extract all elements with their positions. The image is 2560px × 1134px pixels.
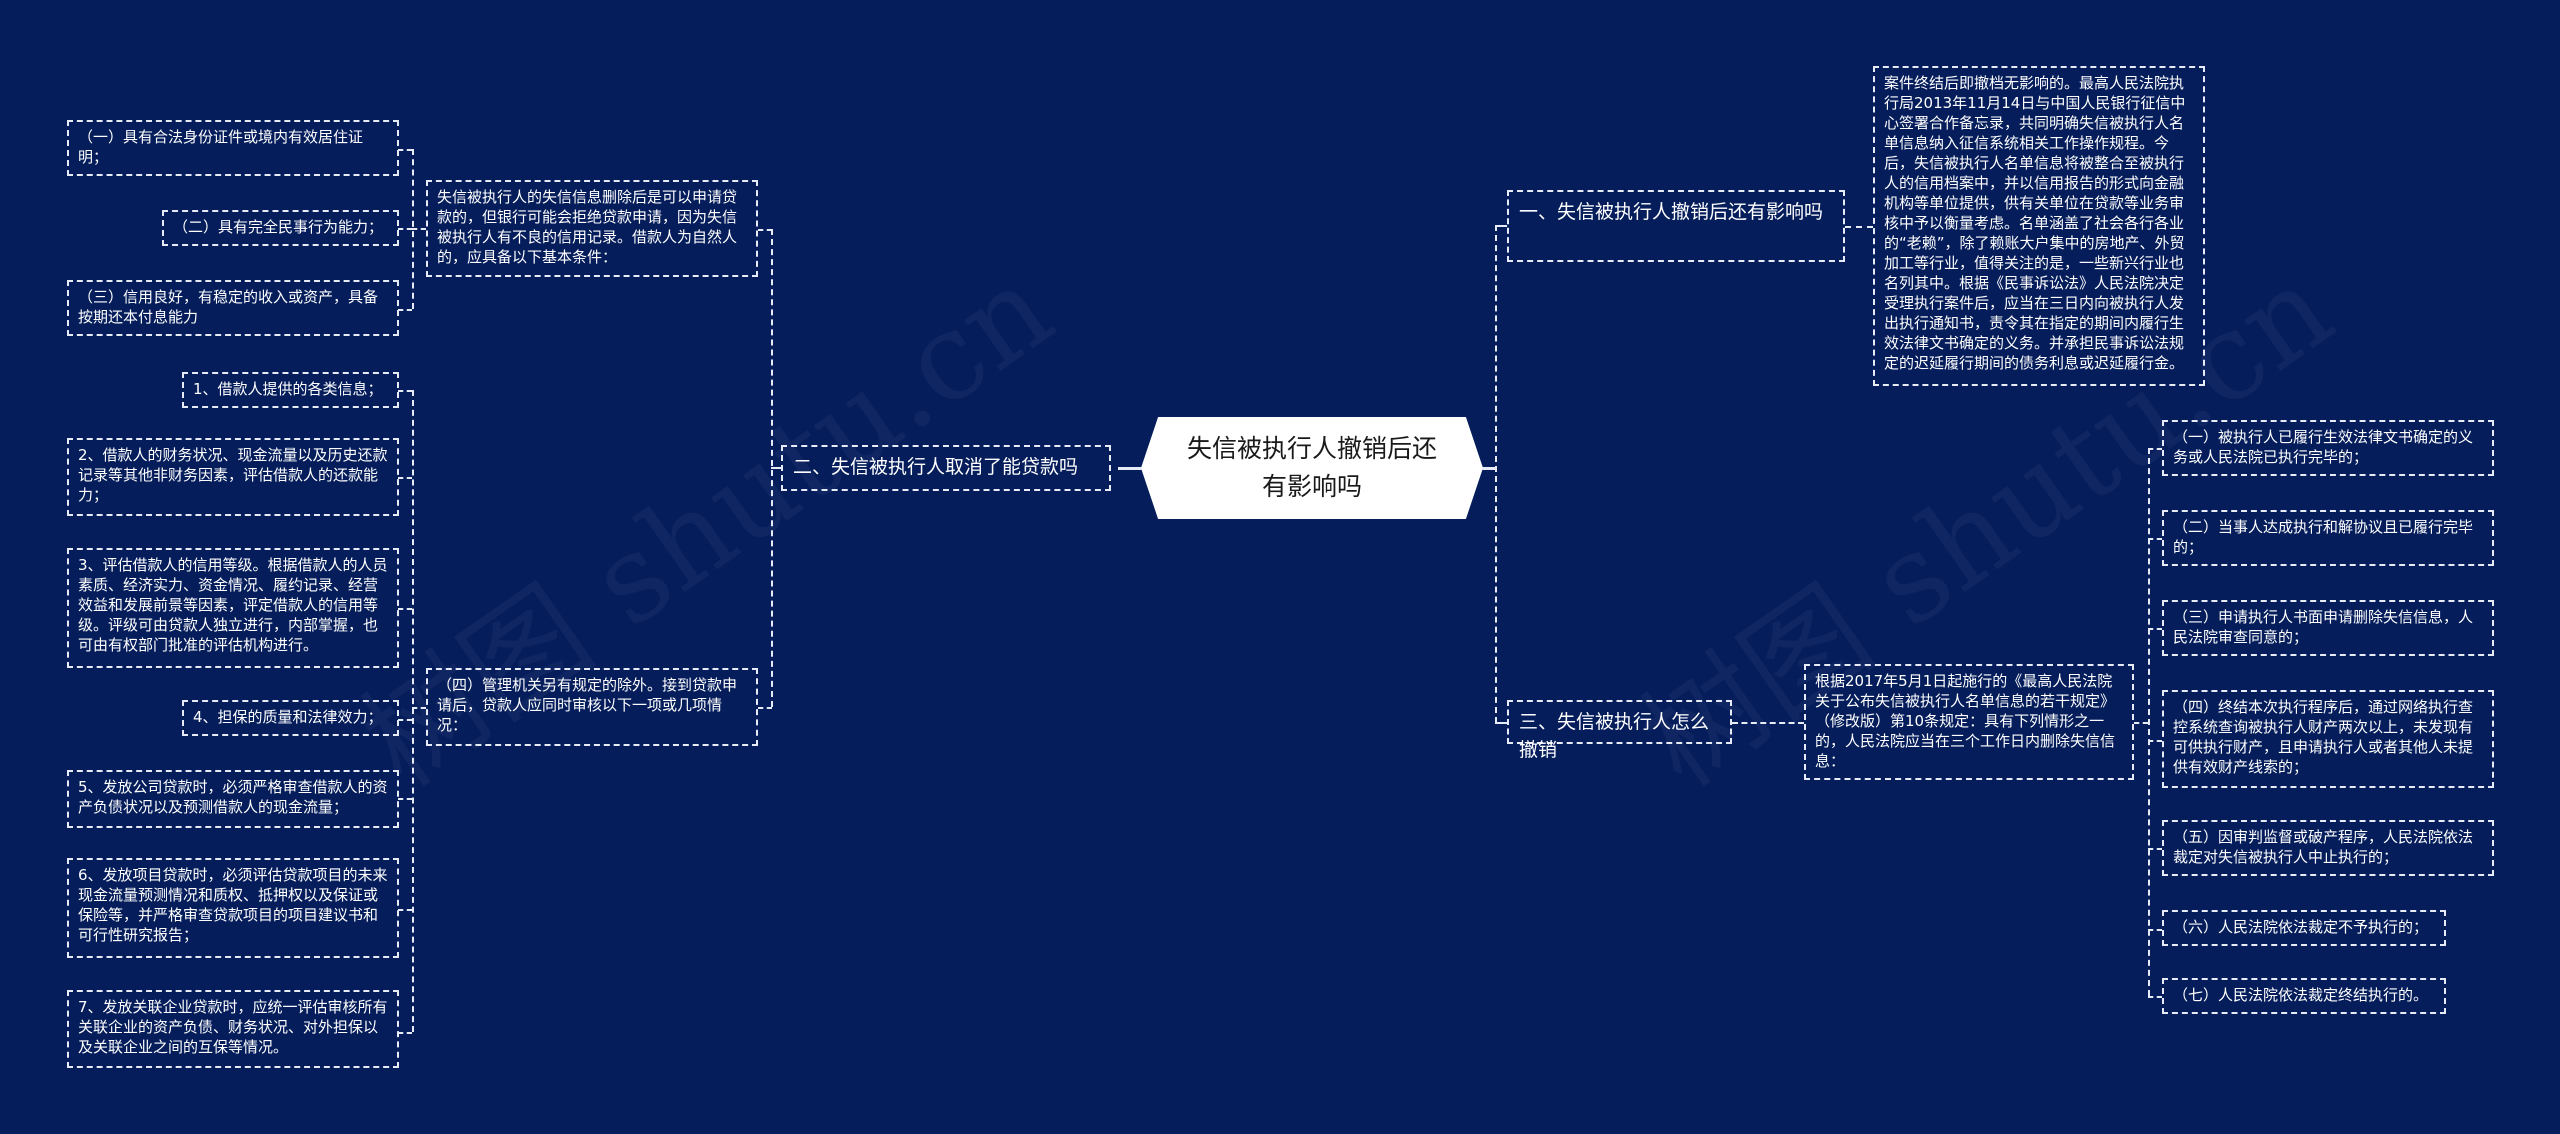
connector [2148,448,2162,450]
connector [398,608,412,610]
branch-how-to-remove[interactable]: 三、失信被执行人怎么撤销 [1507,700,1732,761]
review-item[interactable]: 5、发放公司贷款时，必须严格审查借款人的资产负债状况以及预测借款人的现金流量； [67,770,399,828]
node-text: （四）终结本次执行程序后，通过网络执行查控系统查询被执行人财产两次以上，未发现有… [2173,698,2474,776]
condition-item[interactable]: （三）信用良好，有稳定的收入或资产，具备按期还本付息能力 [67,280,399,336]
connector [398,309,412,311]
root-topic[interactable]: 失信被执行人撤销后还有影响吗 [1141,417,1483,519]
node-text: 根据2017年5月1日起施行的《最高人民法院关于公布失信被执行人名单信息的若干规… [1815,672,2116,770]
connector [398,798,412,800]
connector [398,149,412,151]
condition-item[interactable]: （二）具有完全民事行为能力； [162,210,399,246]
condition-item[interactable]: （一）具有合法身份证件或境内有效居住证明； [67,120,399,176]
node-text: （三）申请执行人书面申请删除失信信息，人民法院审查同意的； [2173,608,2474,646]
connector [2148,538,2162,540]
node-text: （一）具有合法身份证件或境内有效居住证明； [78,128,364,166]
removal-item[interactable]: （三）申请执行人书面申请删除失信信息，人民法院审查同意的； [2162,600,2494,656]
impact-detail-node[interactable]: 案件终结后即撤档无影响的。最高人民法院执行局2013年11月14日与中国人民银行… [1873,66,2205,386]
review-item[interactable]: 7、发放关联企业贷款时，应统一评估审核所有关联企业的资产负债、财务状况、对外担保… [67,990,399,1068]
connector [398,1032,412,1034]
connector [2148,848,2162,850]
node-text: 3、评估借款人的信用等级。根据借款人的人员素质、经济实力、资金情况、履约记录、经… [78,556,388,654]
review-item[interactable]: 1、借款人提供的各类信息； [182,372,399,408]
node-text: 失信被执行人的失信信息删除后是可以申请贷款的，但银行可能会拒绝贷款申请，因为失信… [437,188,738,266]
connector [1495,225,1497,723]
node-text: （六）人民法院依法裁定不予执行的； [2173,918,2429,936]
connector [1845,226,1873,228]
root-topic-label: 失信被执行人撤销后还有影响吗 [1186,434,1437,501]
connector [412,390,414,1032]
connector [758,707,772,709]
connector [398,390,412,392]
review-item[interactable]: 4、担保的质量和法律效力； [182,700,399,736]
node-text: （三）信用良好，有稳定的收入或资产，具备按期还本付息能力 [78,288,379,326]
connector [2148,740,2162,742]
connector [771,467,781,469]
review-items-node[interactable]: （四）管理机关另有规定的除外。接到贷款申请后，贷款人应同时审核以下一项或几项情况… [426,668,758,746]
connector [758,229,772,231]
intro-conditions-node[interactable]: 失信被执行人的失信信息删除后是可以申请贷款的，但银行可能会拒绝贷款申请，因为失信… [426,180,758,277]
branch-label: 一、失信被执行人撤销后还有影响吗 [1519,201,1824,223]
branch-label: 三、失信被执行人怎么撤销 [1519,711,1710,761]
connector [2148,628,2162,630]
removal-item[interactable]: （六）人民法院依法裁定不予执行的； [2162,910,2446,946]
node-text: （一）被执行人已履行生效法律文书确定的义务或人民法院已执行完毕的； [2173,428,2474,466]
node-text: 4、担保的质量和法律效力； [193,708,383,726]
node-text: （二）具有完全民事行为能力； [173,218,384,236]
connector [2148,996,2162,998]
removal-item[interactable]: （一）被执行人已履行生效法律文书确定的义务或人民法院已执行完毕的； [2162,420,2494,476]
connector [412,707,426,709]
node-text: （四）管理机关另有规定的除外。接到贷款申请后，贷款人应同时审核以下一项或几项情况… [437,676,738,734]
removal-item[interactable]: （五）因审判监督或破产程序，人民法院依法裁定对失信被执行人中止执行的； [2162,820,2494,876]
connector [398,909,412,911]
connector [1482,467,1496,470]
removal-item[interactable]: （四）终结本次执行程序后，通过网络执行查控系统查询被执行人财产两次以上，未发现有… [2162,690,2494,788]
connector [398,228,412,230]
branch-label: 二、失信被执行人取消了能贷款吗 [793,456,1079,478]
review-item[interactable]: 2、借款人的财务状况、现金流量以及历史还款记录等其他非财务因素，评估借款人的还款… [67,438,399,516]
node-text: 5、发放公司贷款时，必须严格审查借款人的资产负债状况以及预测借款人的现金流量； [78,778,388,816]
removal-rule-node[interactable]: 根据2017年5月1日起施行的《最高人民法院关于公布失信被执行人名单信息的若干规… [1804,664,2134,780]
removal-item[interactable]: （七）人民法院依法裁定终结执行的。 [2162,978,2446,1014]
connector [2148,929,2162,931]
node-text: 1、借款人提供的各类信息； [193,380,383,398]
node-text: 案件终结后即撤档无影响的。最高人民法院执行局2013年11月14日与中国人民银行… [1884,74,2186,372]
node-text: 7、发放关联企业贷款时，应统一评估审核所有关联企业的资产负债、财务状况、对外担保… [78,998,388,1056]
branch-loan-after-removal[interactable]: 二、失信被执行人取消了能贷款吗 [781,445,1111,491]
node-text: （七）人民法院依法裁定终结执行的。 [2173,986,2429,1004]
connector [2134,722,2148,724]
node-text: 2、借款人的财务状况、现金流量以及历史还款记录等其他非财务因素，评估借款人的还款… [78,446,388,504]
node-text: 6、发放项目贷款时，必须评估贷款项目的未来现金流量预测情况和质权、抵押权以及保证… [78,866,388,944]
connector [1495,722,1507,724]
connector [398,477,412,479]
connector [1732,722,1804,724]
connector [398,719,412,721]
branch-impact-after-removal[interactable]: 一、失信被执行人撤销后还有影响吗 [1507,190,1845,262]
review-item[interactable]: 3、评估借款人的信用等级。根据借款人的人员素质、经济实力、资金情况、履约记录、经… [67,548,399,668]
connector [1118,467,1142,470]
node-text: （五）因审判监督或破产程序，人民法院依法裁定对失信被执行人中止执行的； [2173,828,2474,866]
removal-item[interactable]: （二）当事人达成执行和解协议且已履行完毕的； [2162,510,2494,566]
node-text: （二）当事人达成执行和解协议且已履行完毕的； [2173,518,2474,556]
review-item[interactable]: 6、发放项目贷款时，必须评估贷款项目的未来现金流量预测情况和质权、抵押权以及保证… [67,858,399,958]
connector [2148,448,2150,996]
connector [1495,225,1507,227]
connector [412,228,426,230]
